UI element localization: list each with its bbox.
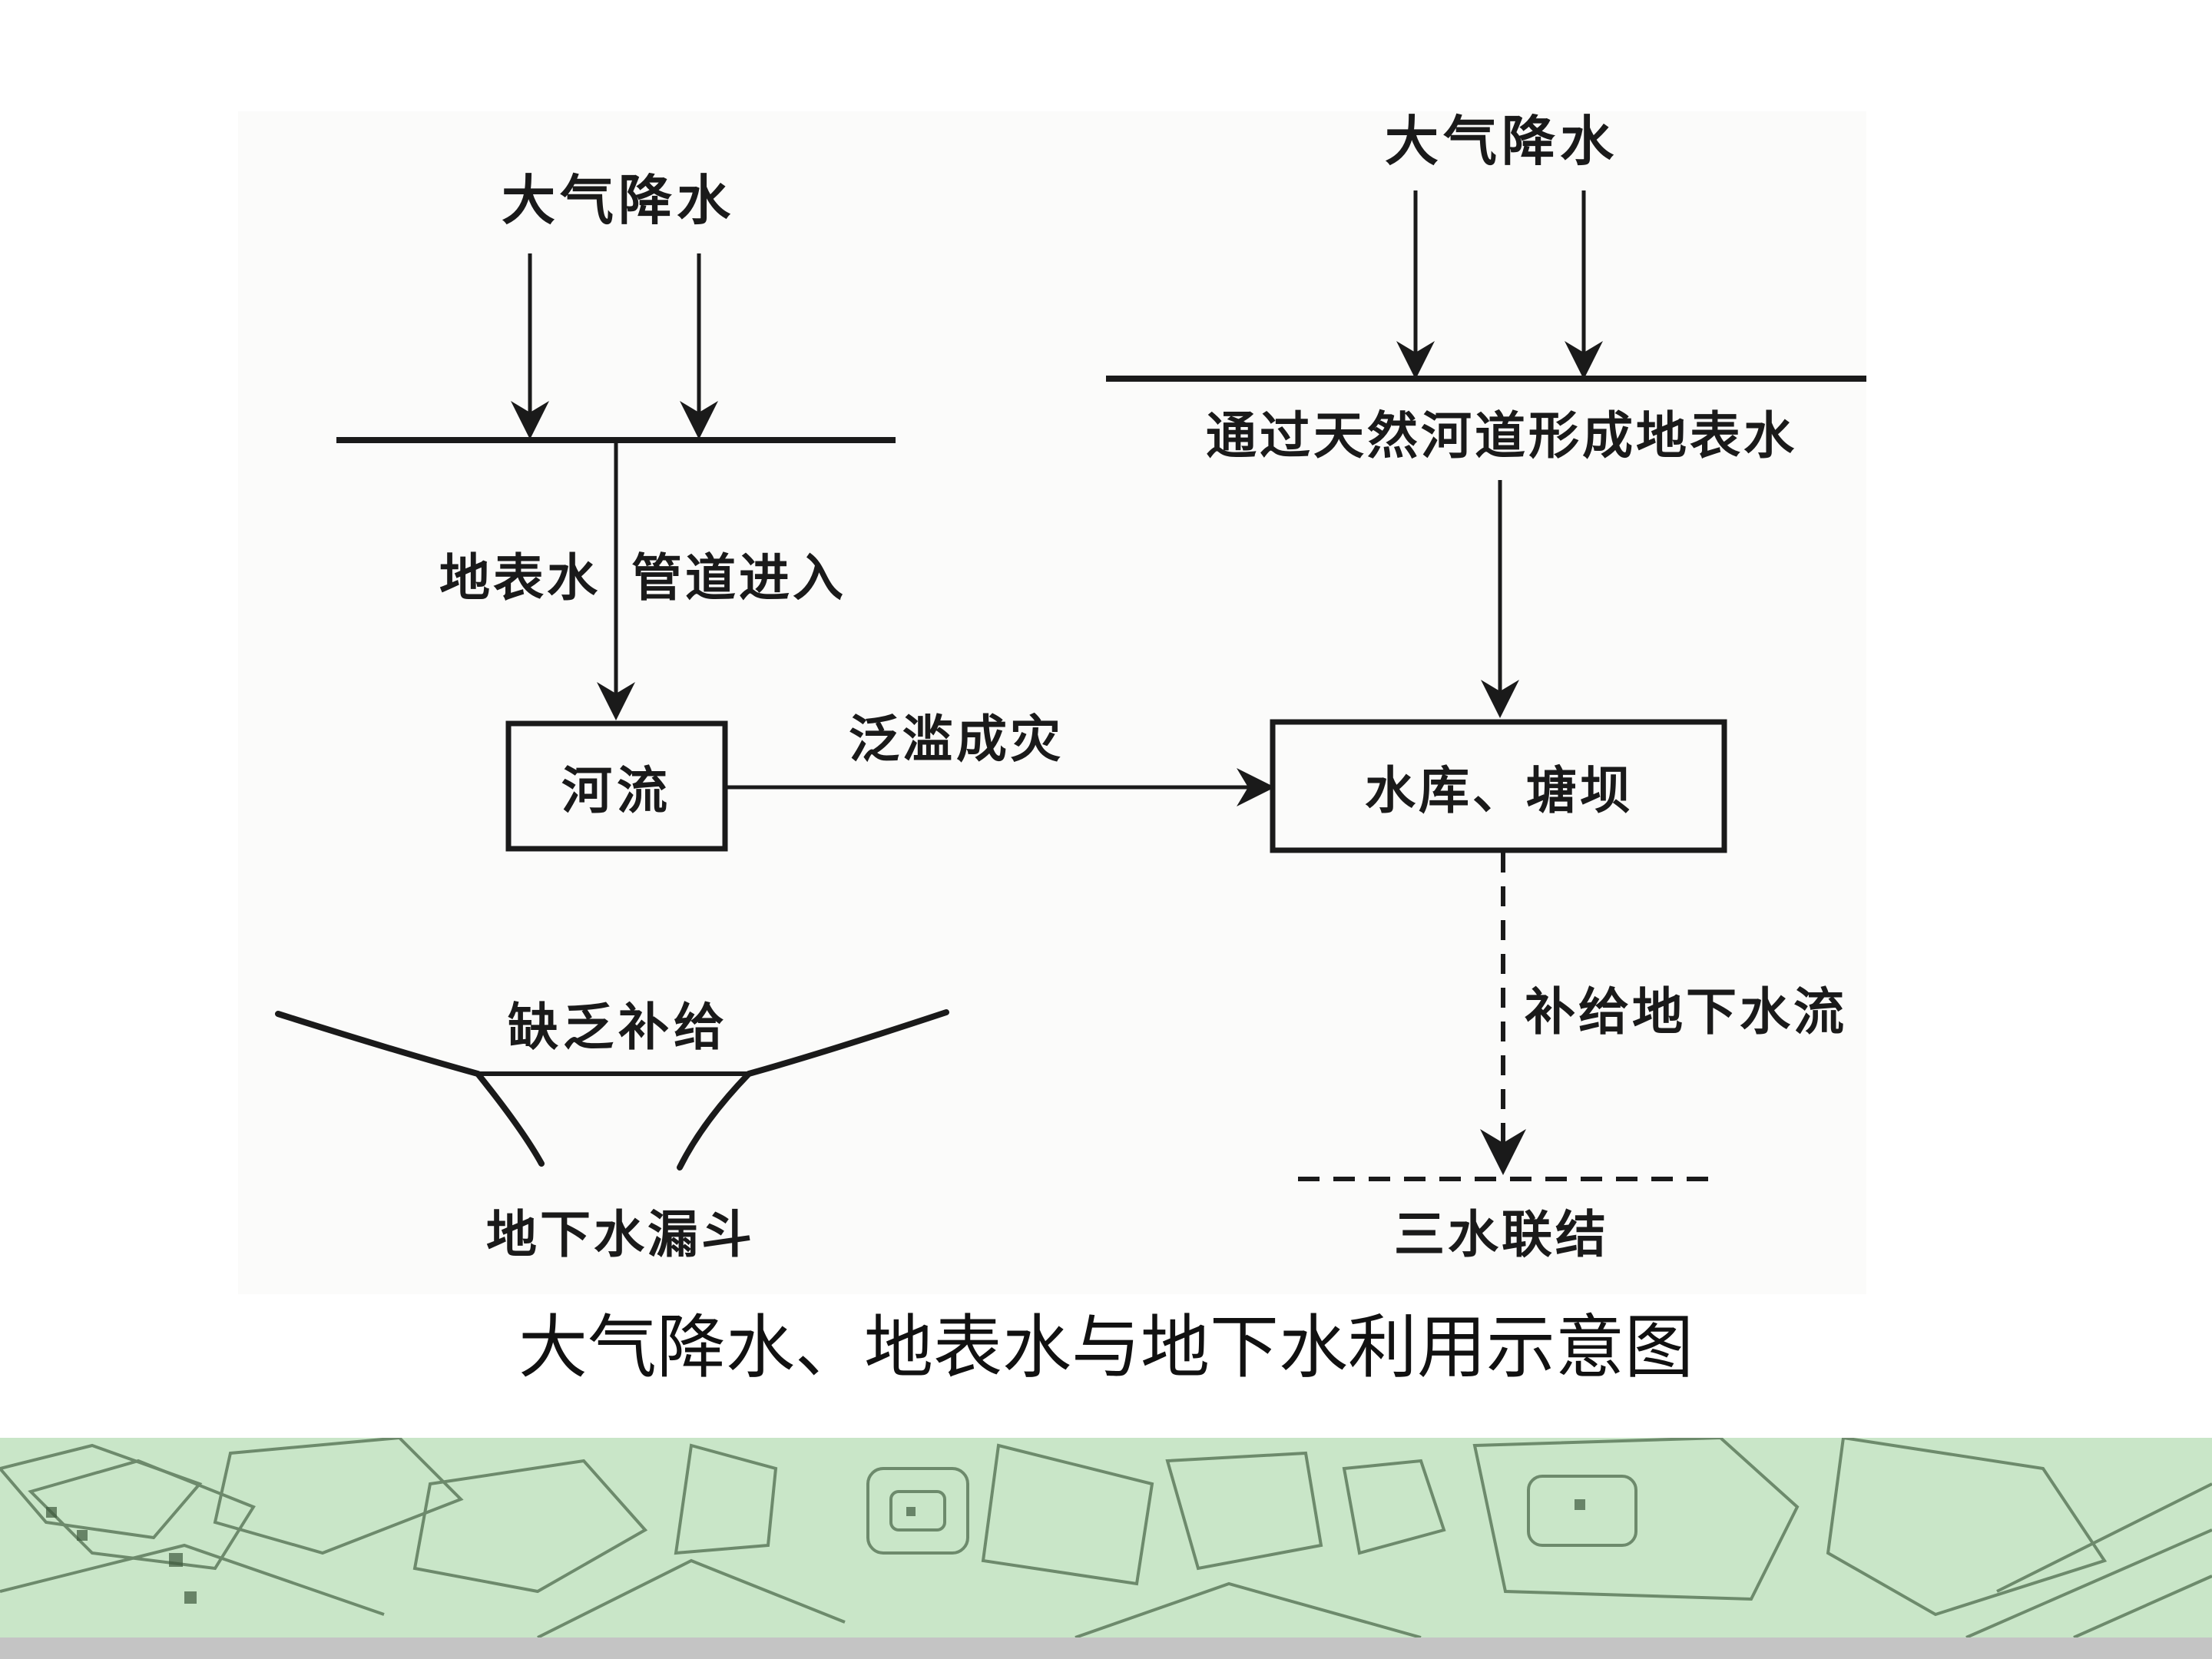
left-precipitation-label: 大气降水 [502, 169, 735, 232]
pipe-entry-label: 管道进入 [631, 548, 846, 608]
recharge-groundwater-label: 补给地下水流 [1525, 982, 1847, 1041]
city-sketch-decoration [0, 1438, 2212, 1637]
reservoir-box [1270, 719, 1727, 853]
natural-channel-label: 通过天然河道形成地表水 [1206, 406, 1797, 465]
three-water-linkage-label: 三水联结 [1394, 1205, 1609, 1264]
lack-recharge-label: 缺乏补给 [508, 998, 729, 1057]
diagram-panel [238, 111, 1866, 1294]
decorative-footer-illustration [0, 1438, 2212, 1637]
river-box-label: 河流 [561, 761, 672, 820]
right-precipitation-label: 大气降水 [1385, 110, 1618, 173]
figure-caption: 大气降水、地表水与地下水利用示意图 [518, 1307, 1694, 1388]
groundwater-funnel [275, 1009, 949, 1171]
flood-disaster-label: 泛滥成灾 [849, 710, 1064, 769]
surface-water-label: 地表水 [439, 548, 601, 608]
bottom-bar [0, 1637, 2212, 1659]
water-utilization-diagram: 大气降水 地表水 管道进入 河流 泛滥成灾 缺乏补给 地下水漏斗 大气降水 通过… [275, 110, 1866, 1264]
reservoir-box-label: 水库、塘坝 [1365, 761, 1634, 820]
groundwater-funnel-label: 地下水漏斗 [486, 1205, 755, 1264]
panel-right-edge [1868, 111, 2212, 1294]
